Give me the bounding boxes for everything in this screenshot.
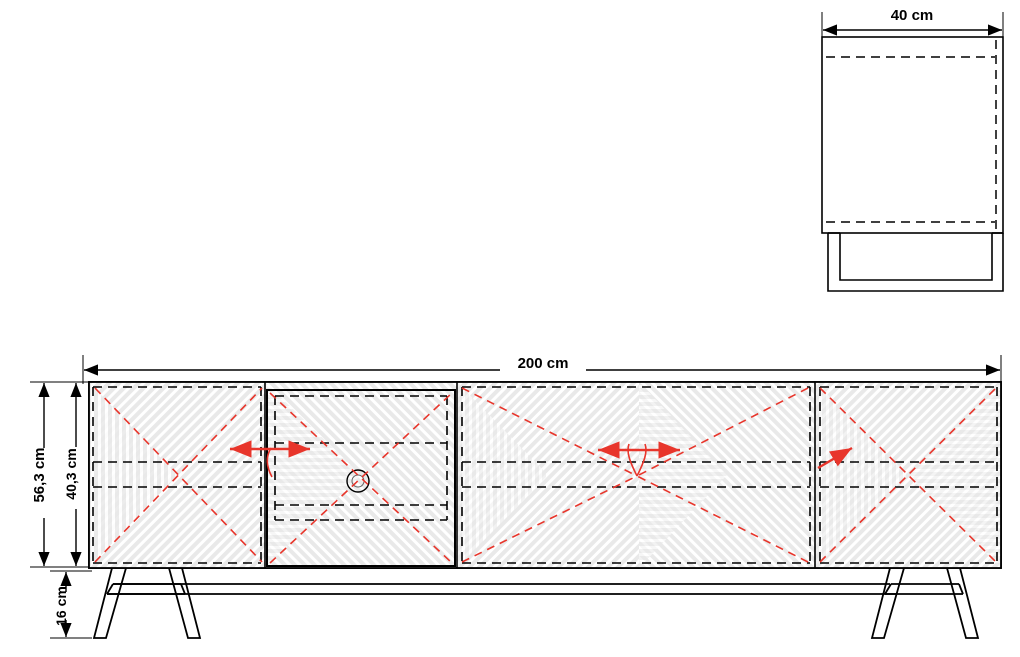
drawer-module-outline [266,389,456,567]
depth-dimension: 40 cm [821,7,1004,40]
body-height-dimension: 40,3 cm [62,381,92,568]
front-body-outline-top [88,381,1002,569]
leg-height-dimension: 16 cm [50,570,92,639]
body-height-dimension-label: 40,3 cm [63,448,79,499]
total-height-dimension-label: 56,3 cm [31,447,48,502]
width-dimension: 200 cm [82,353,1002,384]
side-body-outline [821,36,1004,234]
total-height-dimension: 56,3 cm [30,381,86,568]
width-dimension-label: 200 cm [518,355,569,372]
front-leg-frame [92,567,980,639]
front-hidden-lines [92,386,998,564]
leg-height-dimension-label: 16 cm [53,586,69,626]
opening-indicators [94,387,997,564]
side-leg-frame [827,232,1004,292]
opening-direction-arrows [230,440,853,470]
front-view: 200 cm 56,3 cm 40,3 cm 16 cm [30,353,1002,639]
front-panel-hatching [89,382,1001,568]
side-view: 40 cm [821,7,1004,292]
depth-dimension-label: 40 cm [891,7,934,24]
